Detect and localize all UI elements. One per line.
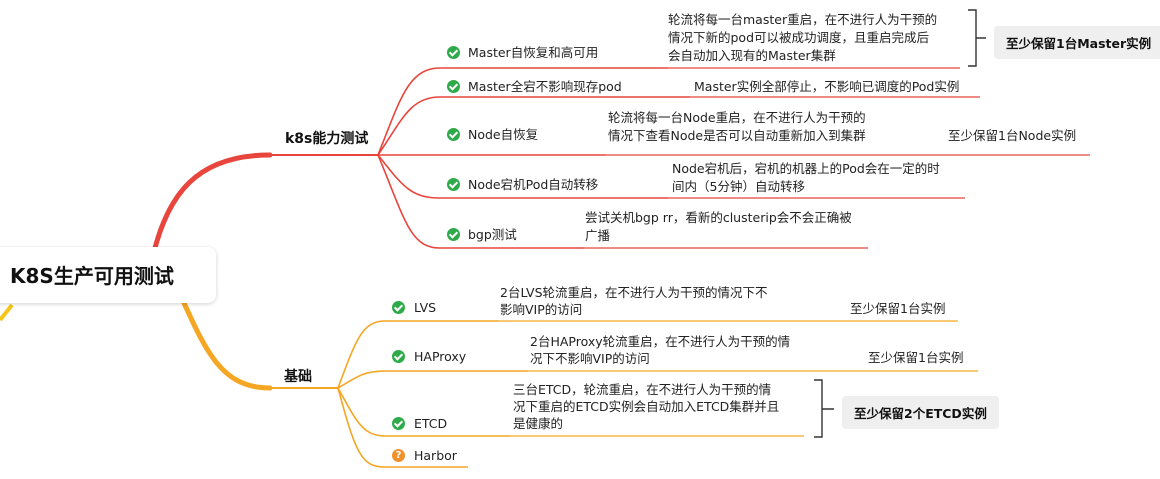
connector-base-etcd <box>337 387 510 437</box>
desc-lvs-line1: 2台LVS轮流重启，在不进行人为干预的情况下不 <box>500 285 768 300</box>
check-circle-icon <box>392 350 405 363</box>
note-lvs: 至少保留1台实例 <box>850 301 946 316</box>
topic-bgp[interactable]: bgp测试 <box>468 227 517 242</box>
check-circle-icon <box>392 301 405 314</box>
topic-node-recover[interactable]: Node自恢复 <box>468 127 539 142</box>
desc-master-down: Master实例全部停止，不影响已调度的Pod实例 <box>694 79 960 94</box>
connector-base-lvs <box>337 320 498 389</box>
desc-master-ha-line2: 情况下新的pod可以被成功调度，且重启完成后 <box>668 30 930 45</box>
check-circle-icon <box>447 178 460 191</box>
note-node-recover: 至少保留1台Node实例 <box>948 128 1077 143</box>
desc-lvs-line2: 影响VIP的访问 <box>500 302 583 317</box>
topic-harbor[interactable]: Harbor <box>414 448 457 463</box>
connector-k8s-master-down <box>377 96 690 156</box>
topic-lvs[interactable]: LVS <box>414 300 437 315</box>
desc-node-transfer-line2: 间内（5分钟）自动转移 <box>672 179 805 194</box>
connector-k8s-bgp <box>377 154 584 249</box>
callout-master-min[interactable]: 至少保留1台Master实例 <box>994 26 1160 59</box>
desc-node-recover-line2: 情况下查看Node是否可以自动重新加入到集群 <box>608 128 866 143</box>
desc-haproxy-line2: 况下不影响VIP的访问 <box>530 351 650 366</box>
callout-etcd-min[interactable]: 至少保留2个ETCD实例 <box>842 396 999 429</box>
desc-bgp-line1: 尝试关机bgp rr，看新的clusterip会不会正确被 <box>585 210 852 225</box>
branch-k8s-label[interactable]: k8s能力测试 <box>285 131 369 147</box>
root-title: K8S生产可用测试 <box>10 264 174 288</box>
connector-root-base <box>173 282 273 391</box>
check-circle-icon <box>447 80 460 93</box>
root-node[interactable]: K8S生产可用测试 <box>0 247 216 303</box>
desc-node-recover-line1: 轮流将每一台Node重启，在不进行人为干预的 <box>608 110 866 125</box>
topic-haproxy[interactable]: HAProxy <box>414 349 467 364</box>
bracket-etcd <box>814 379 834 438</box>
desc-master-ha-line3: 会自动加入现有的Master集群 <box>668 48 836 63</box>
connector-base-harbor <box>337 387 468 468</box>
connector-base-haproxy <box>337 370 528 389</box>
desc-node-transfer-line1: Node宕机后，宕机的机器上的Pod会在一定的时 <box>672 161 940 176</box>
desc-master-ha-line1: 轮流将每一台master重启，在不进行人为干预的 <box>668 12 938 27</box>
topic-node-transfer[interactable]: Node宕机Pod自动转移 <box>468 177 599 192</box>
bracket-master <box>968 9 986 67</box>
topic-etcd[interactable]: ETCD <box>414 416 448 431</box>
branch-base-label[interactable]: 基础 <box>284 369 312 385</box>
check-circle-icon <box>447 228 460 241</box>
check-circle-icon <box>447 128 460 141</box>
desc-etcd-line2: 况下重启的ETCD实例会自动加入ETCD集群并且 <box>513 399 780 414</box>
note-haproxy: 至少保留1台实例 <box>868 350 964 365</box>
connector-root-left <box>0 303 14 322</box>
topic-master-ha[interactable]: Master自恢复和高可用 <box>468 45 599 60</box>
connector-k8s-master-ha <box>377 67 668 156</box>
check-circle-icon <box>447 46 460 59</box>
connector-k8s-node-transfer <box>377 154 668 199</box>
topic-master-down[interactable]: Master全宕不影响现存pod <box>468 79 622 94</box>
connector-root-k8s <box>147 152 273 273</box>
desc-etcd-line3: 是健康的 <box>513 416 564 431</box>
desc-etcd-line1: 三台ETCD，轮流重启，在不进行人为干预的情 <box>513 382 772 397</box>
desc-bgp-line2: 广播 <box>585 228 611 243</box>
check-circle-icon <box>392 417 405 430</box>
desc-haproxy-line1: 2台HAProxy轮流重启，在不进行人为干预的情 <box>530 334 791 349</box>
question-circle-icon: ? <box>392 449 405 462</box>
